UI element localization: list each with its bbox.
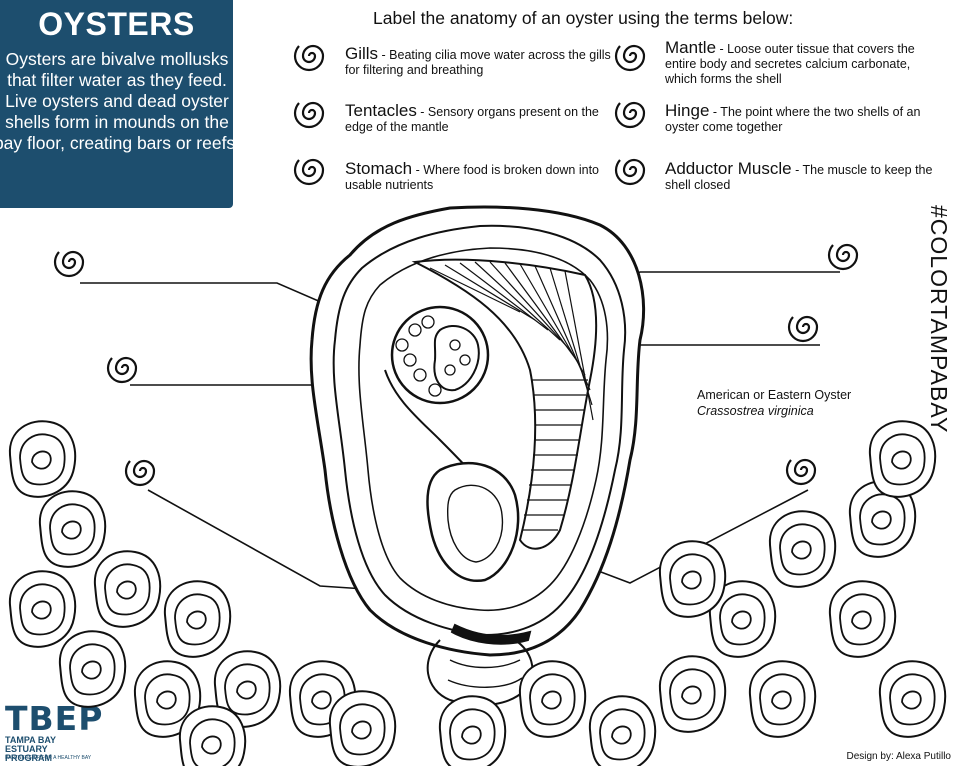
hashtag: #COLORTAMPABAY xyxy=(926,205,952,434)
spiral-icon xyxy=(53,250,85,278)
info-title: OYSTERS xyxy=(38,6,195,42)
spiral-icon xyxy=(827,243,859,271)
oyster-shell xyxy=(309,205,646,707)
logo-sub: TAMPA BAY ESTUARY PROGRAM xyxy=(5,735,56,763)
species-common: American or Eastern Oyster xyxy=(697,388,852,402)
term-hinge: Hinge - The point where the two shells o… xyxy=(665,101,945,135)
term-desc: - Beating cilia move water across the gi… xyxy=(345,48,611,77)
spiral-icon xyxy=(787,315,819,343)
spiral-icon xyxy=(785,458,817,486)
spiral-icon xyxy=(614,44,646,72)
term-name: Hinge xyxy=(665,101,710,120)
term-mantle: Mantle - Loose outer tissue that covers … xyxy=(665,38,945,87)
term-desc: - Sensory organs present on the edge of … xyxy=(345,105,599,134)
species-label: American or Eastern Oyster Crassostrea v… xyxy=(697,387,851,419)
spiral-icon xyxy=(293,158,325,186)
spiral-icon xyxy=(293,101,325,129)
term-desc: - Loose outer tissue that covers the ent… xyxy=(665,42,915,86)
spiral-icon xyxy=(293,44,325,72)
term-desc: - Where food is broken down into usable … xyxy=(345,163,599,192)
term-name: Stomach xyxy=(345,159,413,178)
spiral-icon xyxy=(124,459,156,487)
term-desc: - The point where the two shells of an o… xyxy=(665,105,921,134)
term-name: Gills xyxy=(345,44,379,63)
term-name: Tentacles xyxy=(345,101,417,120)
logo-tag: PARTNERSHIP FOR A HEALTHY BAY xyxy=(5,755,92,761)
spiral-icon xyxy=(614,101,646,129)
design-credit: Design by: Alexa Putillo xyxy=(846,751,951,762)
species-scientific: Crassostrea virginica xyxy=(697,404,814,418)
term-tentacles: Tentacles - Sensory organs present on th… xyxy=(345,101,610,135)
term-adductor-muscle: Adductor Muscle - The muscle to keep the… xyxy=(665,159,945,193)
instruction-text: Label the anatomy of an oyster using the… xyxy=(373,8,794,28)
term-name: Adductor Muscle xyxy=(665,159,792,178)
spiral-icon xyxy=(614,158,646,186)
term-stomach: Stomach - Where food is broken down into… xyxy=(345,159,610,193)
info-text: Oysters are bivalve mollusks that filter… xyxy=(0,49,241,153)
spiral-icon xyxy=(106,356,138,384)
term-name: Mantle xyxy=(665,38,717,57)
term-gills: Gills - Beating cilia move water across … xyxy=(345,44,625,78)
info-box: OYSTERS Oysters are bivalve mollusks tha… xyxy=(0,0,240,208)
term-desc: - The muscle to keep the shell closed xyxy=(665,163,933,192)
